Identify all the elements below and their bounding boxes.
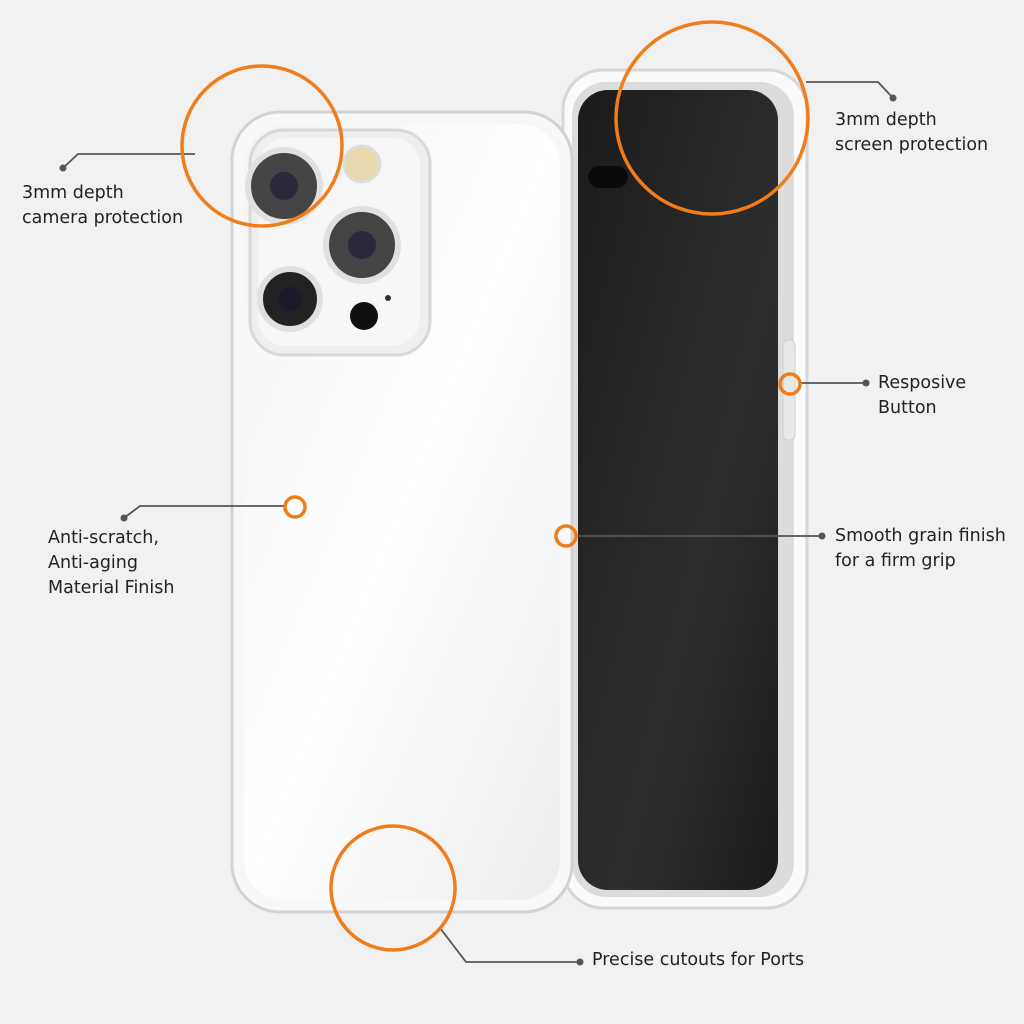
callout-text: Resposive bbox=[878, 373, 967, 393]
leader-dots bbox=[59, 94, 897, 966]
screen-highlight-circle bbox=[614, 20, 810, 216]
front-phone bbox=[561, 68, 809, 910]
callout-text: Button bbox=[878, 398, 937, 418]
leader-lines bbox=[62, 81, 894, 963]
callout-text: Anti-scratch, bbox=[48, 528, 159, 548]
callout-text: Anti-aging bbox=[48, 553, 138, 573]
callout-text: Smooth grain finish bbox=[835, 526, 1006, 546]
callout-button: Resposive Button bbox=[878, 371, 966, 421]
callout-camera: 3mm depth camera protection bbox=[22, 181, 183, 231]
callout-text: for a firm grip bbox=[835, 551, 956, 571]
callout-text: Material Finish bbox=[48, 578, 175, 598]
callout-screen: 3mm depth screen protection bbox=[835, 108, 988, 158]
callout-material: Anti-scratch, Anti-aging Material Finish bbox=[48, 526, 174, 601]
material-marker bbox=[283, 495, 307, 519]
side-button bbox=[782, 339, 796, 441]
phone-screen bbox=[578, 90, 778, 890]
callout-text: screen protection bbox=[835, 135, 989, 155]
callout-grip: Smooth grain finish for a firm grip bbox=[835, 524, 1006, 574]
dynamic-island bbox=[588, 166, 628, 188]
callout-text: camera protection bbox=[22, 208, 184, 228]
highlight-circles bbox=[180, 20, 810, 952]
grip-marker bbox=[554, 524, 578, 548]
lidar-icon bbox=[350, 302, 378, 330]
flash-icon bbox=[342, 144, 382, 184]
callout-text: Precise cutouts for Ports bbox=[592, 950, 805, 970]
callout-ports: Precise cutouts for Ports bbox=[592, 948, 804, 973]
callout-text: 3mm depth bbox=[22, 183, 124, 203]
back-phone bbox=[230, 110, 574, 914]
ports-highlight-circle bbox=[329, 824, 457, 952]
callout-text: 3mm depth bbox=[835, 110, 937, 130]
button-marker bbox=[778, 372, 802, 396]
camera-highlight-circle bbox=[180, 64, 344, 228]
